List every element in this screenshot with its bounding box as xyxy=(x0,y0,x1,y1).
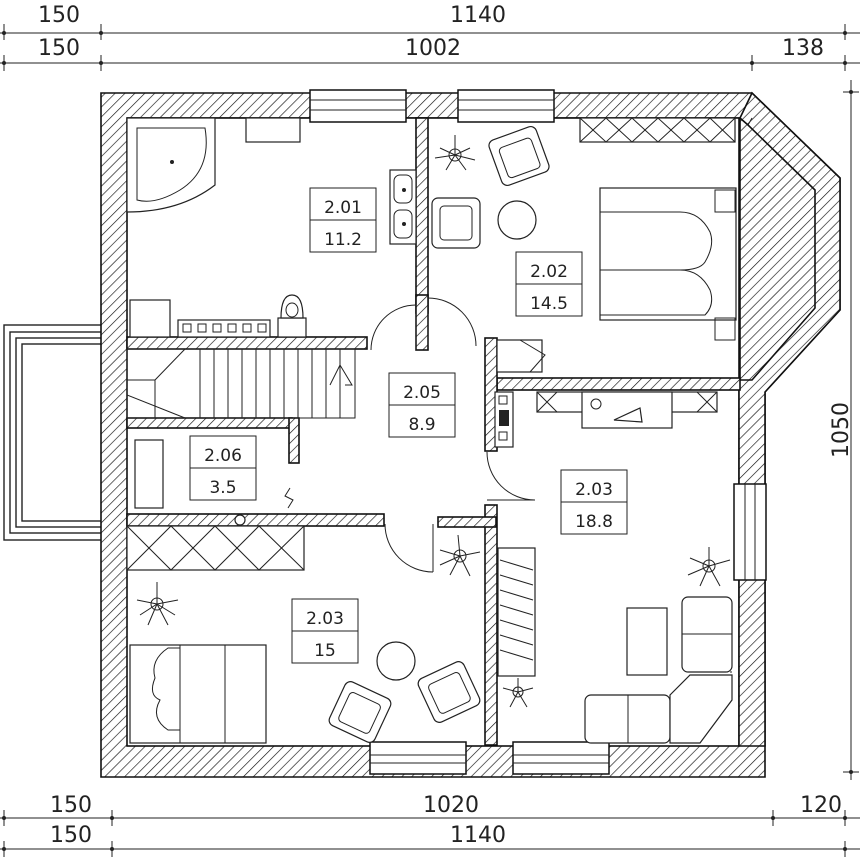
boiler-column xyxy=(494,391,514,448)
svg-text:18.8: 18.8 xyxy=(575,512,613,532)
dim-top-outer-main: 1140 xyxy=(450,3,506,28)
dim-top-inner-left: 150 xyxy=(38,36,80,61)
dimension-bottom-inner: 150 1020 120 xyxy=(0,793,860,826)
storage-zigzag xyxy=(284,487,294,509)
svg-text:14.5: 14.5 xyxy=(530,294,568,314)
armchair-lower-a xyxy=(328,681,392,743)
plant-lower-left xyxy=(136,582,179,626)
bathtub xyxy=(126,117,216,213)
bookshelf xyxy=(497,547,536,677)
round-table-lower xyxy=(376,641,416,681)
round-table-2-02 xyxy=(497,200,537,240)
dimension-right: 1050 xyxy=(829,80,859,780)
armchair-2-02-a xyxy=(488,125,550,187)
dim-top-inner-main: 1002 xyxy=(405,36,461,61)
wardrobe-top xyxy=(579,117,736,143)
svg-text:15: 15 xyxy=(314,641,336,661)
balcony xyxy=(3,324,103,541)
dimension-bottom-outer: 150 1140 xyxy=(0,823,860,857)
svg-text:2.05: 2.05 xyxy=(403,383,441,403)
svg-text:2.02: 2.02 xyxy=(530,262,568,282)
svg-text:11.2: 11.2 xyxy=(324,230,362,250)
plant-hall-corner xyxy=(439,534,481,577)
svg-text:2.06: 2.06 xyxy=(204,446,242,466)
toilet xyxy=(277,294,307,338)
plant-living-b xyxy=(502,678,534,708)
cabinet-top xyxy=(245,117,301,143)
double-bed xyxy=(599,187,737,341)
radiator-bath xyxy=(177,319,271,338)
corner-sofa xyxy=(584,596,733,744)
armchair-lower-b xyxy=(417,661,481,723)
svg-text:2.03: 2.03 xyxy=(306,609,344,629)
single-bed xyxy=(129,644,267,744)
plant-2-02 xyxy=(434,135,476,171)
svg-text:2.03: 2.03 xyxy=(575,480,613,500)
dim-bottom-inner-left: 150 xyxy=(50,793,92,818)
armchair-2-02-b xyxy=(431,197,481,249)
wardrobe-bottom xyxy=(126,514,305,571)
laundry-cabinet xyxy=(129,299,171,338)
desk xyxy=(536,391,718,429)
windows xyxy=(309,89,767,775)
dimension-top-outer: 150 1140 xyxy=(0,3,860,40)
room-label-2-05: 2.05 8.9 xyxy=(388,372,456,438)
double-sink xyxy=(389,169,417,245)
interior-walls xyxy=(126,117,741,746)
storage-cabinet xyxy=(134,439,164,509)
doors xyxy=(370,297,536,573)
room-label-2-06: 2.06 3.5 xyxy=(189,435,257,501)
svg-text:8.9: 8.9 xyxy=(408,415,435,435)
room-label-2-01: 2.01 11.2 xyxy=(309,187,377,253)
dimension-top-inner: 150 1002 138 xyxy=(0,36,860,71)
room-label-2-03-living: 2.03 18.8 xyxy=(560,469,628,535)
dim-bottom-inner-right: 120 xyxy=(800,793,842,818)
dim-right-height: 1050 xyxy=(829,402,854,458)
dim-bottom-inner-main: 1020 xyxy=(423,793,479,818)
svg-text:3.5: 3.5 xyxy=(209,478,236,498)
room-label-2-02: 2.02 14.5 xyxy=(515,251,583,317)
tv-unit-2-02 xyxy=(496,339,546,373)
plant-living-a xyxy=(687,547,731,587)
dim-bottom-outer-main: 1140 xyxy=(450,823,506,848)
dim-bottom-outer-left: 150 xyxy=(50,823,92,848)
room-label-2-03-bedroom: 2.03 15 xyxy=(291,598,359,664)
dim-top-inner-right: 138 xyxy=(782,36,824,61)
svg-text:2.01: 2.01 xyxy=(324,198,362,218)
dim-top-outer-left: 150 xyxy=(38,3,80,28)
coffee-table xyxy=(626,607,668,676)
staircase xyxy=(126,348,356,419)
